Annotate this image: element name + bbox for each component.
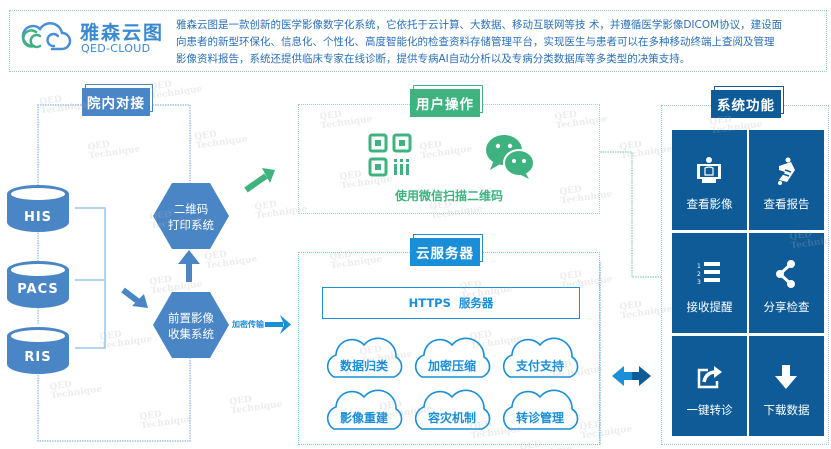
cloud-logo-icon — [21, 22, 72, 51]
system-tag: 系统功能 — [711, 86, 785, 118]
function-tile[interactable]: 一键转诊 — [672, 336, 747, 436]
function-tile[interactable]: 查看报告 — [749, 130, 824, 230]
svg-text:3: 3 — [697, 279, 701, 286]
cloud-service-label: 容灾机制 — [427, 411, 476, 425]
arrow-up-icon — [178, 250, 200, 282]
cloud-icon — [502, 337, 579, 378]
xray-monitor-icon — [694, 156, 724, 186]
transfer-label: 加密传输 — [232, 320, 264, 329]
user-tag: 用户操作 — [410, 85, 484, 117]
database-icon — [7, 185, 69, 232]
function-label: 查看报告 — [763, 197, 810, 211]
function-tile[interactable]: 下载数据 — [749, 336, 824, 436]
system-title: 系统功能 — [711, 86, 785, 118]
arrow-right-icon — [265, 315, 291, 334]
report-icon — [771, 156, 801, 186]
hospital-tag: 院内对接 — [82, 84, 154, 116]
database-ris: RIS — [24, 350, 52, 365]
header-box — [9, 10, 827, 72]
function-tile[interactable]: 分享检查 — [749, 233, 824, 333]
intro-line: 雅森云图是一款创新的医学影像数字化系统，它依托于云计算、大数据、移动互联网等技 … — [176, 19, 783, 31]
function-label: 一键转诊 — [686, 403, 733, 417]
share-icon — [771, 259, 801, 289]
intro-line: 影像资料报告，系统还提供临床专家在线诊断，提供专病AI自动分析以及专病分类数据库… — [176, 53, 691, 65]
database-icon — [7, 261, 69, 308]
cloud-icon — [502, 389, 579, 430]
cloud-icon — [326, 389, 403, 430]
function-label: 分享检查 — [763, 300, 810, 314]
logo-subtitle: QED-CLOUD — [81, 42, 151, 55]
qr-print-hexagon — [153, 183, 229, 249]
cloud-service: 加密压缩 — [410, 333, 494, 385]
function-label: 下载数据 — [763, 403, 810, 417]
function-tile[interactable]: 查看影像 — [672, 130, 747, 230]
cloud-service: 影像重建 — [322, 385, 406, 437]
user-caption: 使用微信扫描二维码 — [394, 189, 503, 203]
database-icon — [7, 327, 69, 374]
svg-text:1: 1 — [697, 263, 701, 270]
cloud-service: 容灾机制 — [410, 385, 494, 437]
intro-line: 向患者的新型环保化、信息化、个性化、高度智能化的检查资料存储管理平台，实现医生与… — [176, 36, 775, 48]
function-label: 接收提醒 — [686, 300, 733, 314]
cloud-service-label: 转诊管理 — [515, 411, 564, 425]
cloud-title: 云服务器 — [410, 234, 484, 266]
download-icon — [771, 362, 801, 392]
forward-icon — [694, 362, 724, 392]
hospital-title: 院内对接 — [82, 84, 154, 116]
cloud-service-label: 数据归类 — [339, 359, 388, 373]
cloud-tag: 云服务器 — [410, 234, 484, 266]
svg-text:2: 2 — [697, 271, 701, 278]
cloud-service: 数据归类 — [322, 333, 406, 385]
https-server-box: HTTPS 服务器 — [322, 287, 580, 319]
cloud-service: 转诊管理 — [498, 385, 582, 437]
qr-print-label: 二维码 打印系统 — [168, 202, 214, 232]
cloud-service-label: 影像重建 — [339, 411, 388, 425]
front-collect-label: 前置影像 收集系统 — [168, 311, 214, 341]
user-title: 用户操作 — [410, 85, 484, 117]
function-label: 查看影像 — [686, 197, 733, 211]
cloud-service: 支付支持 — [498, 333, 582, 385]
cloud-service-label: 加密压缩 — [427, 359, 476, 373]
intro-text: 雅森云图是一款创新的医学影像数字化系统，它依托于云计算、大数据、移动互联网等技 … — [176, 17, 821, 68]
database-pacs: PACS — [17, 282, 59, 297]
cloud-icon — [326, 337, 403, 378]
cloud-service-label: 支付支持 — [515, 359, 564, 373]
logo-title: 雅森云图 — [80, 22, 165, 44]
cloud-icon — [414, 337, 491, 378]
arrow-to-user-icon — [244, 168, 275, 193]
qr-code-icon — [368, 133, 412, 177]
arrow-to-collect-icon — [121, 287, 148, 308]
cloud-icon — [414, 389, 491, 430]
database-his: HIS — [23, 210, 53, 225]
https-server-label: HTTPS 服务器 — [408, 296, 494, 310]
wechat-icon — [486, 135, 535, 179]
front-collect-hexagon — [153, 292, 229, 358]
double-arrow-icon — [612, 366, 651, 386]
